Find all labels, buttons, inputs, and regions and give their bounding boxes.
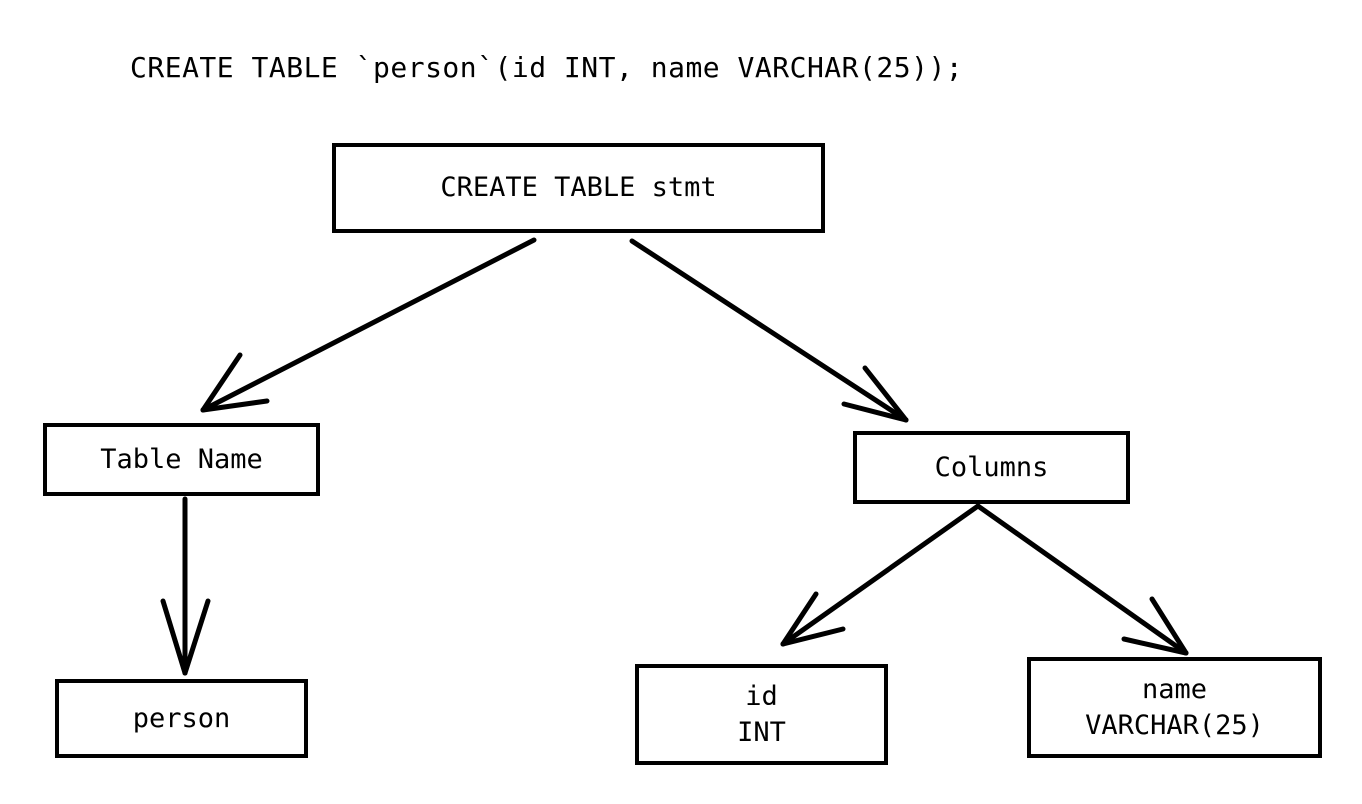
edge-columns-to-col-name: [975, 503, 1189, 656]
node-label-line1: Columns: [934, 451, 1049, 483]
node-column-id[interactable]: id INT: [635, 664, 888, 765]
node-label-line1: Table Name: [100, 443, 263, 475]
edge-root-to-columns: [629, 238, 909, 423]
diagram-title: CREATE TABLE `person`(id INT, name VARCH…: [130, 51, 964, 84]
edge-columns-to-col-id: [780, 503, 981, 647]
node-person[interactable]: person: [55, 679, 308, 758]
node-label-line1: name: [1141, 673, 1208, 705]
node-column-name[interactable]: name VARCHAR(25): [1027, 657, 1322, 758]
node-table-name[interactable]: Table Name: [43, 423, 320, 496]
node-label-line1: CREATE TABLE stmt: [440, 172, 717, 203]
node-label-line2: INT: [737, 716, 786, 748]
node-label-line1: person: [132, 702, 231, 734]
node-create-table-stmt[interactable]: CREATE TABLE stmt: [332, 143, 825, 233]
edge-tablename-to-person: [160, 496, 211, 676]
node-label-line2: VARCHAR(25): [1085, 709, 1264, 741]
node-label-line1: id: [745, 680, 778, 712]
node-columns[interactable]: Columns: [853, 431, 1130, 504]
edge-root-to-tablename: [200, 237, 537, 413]
